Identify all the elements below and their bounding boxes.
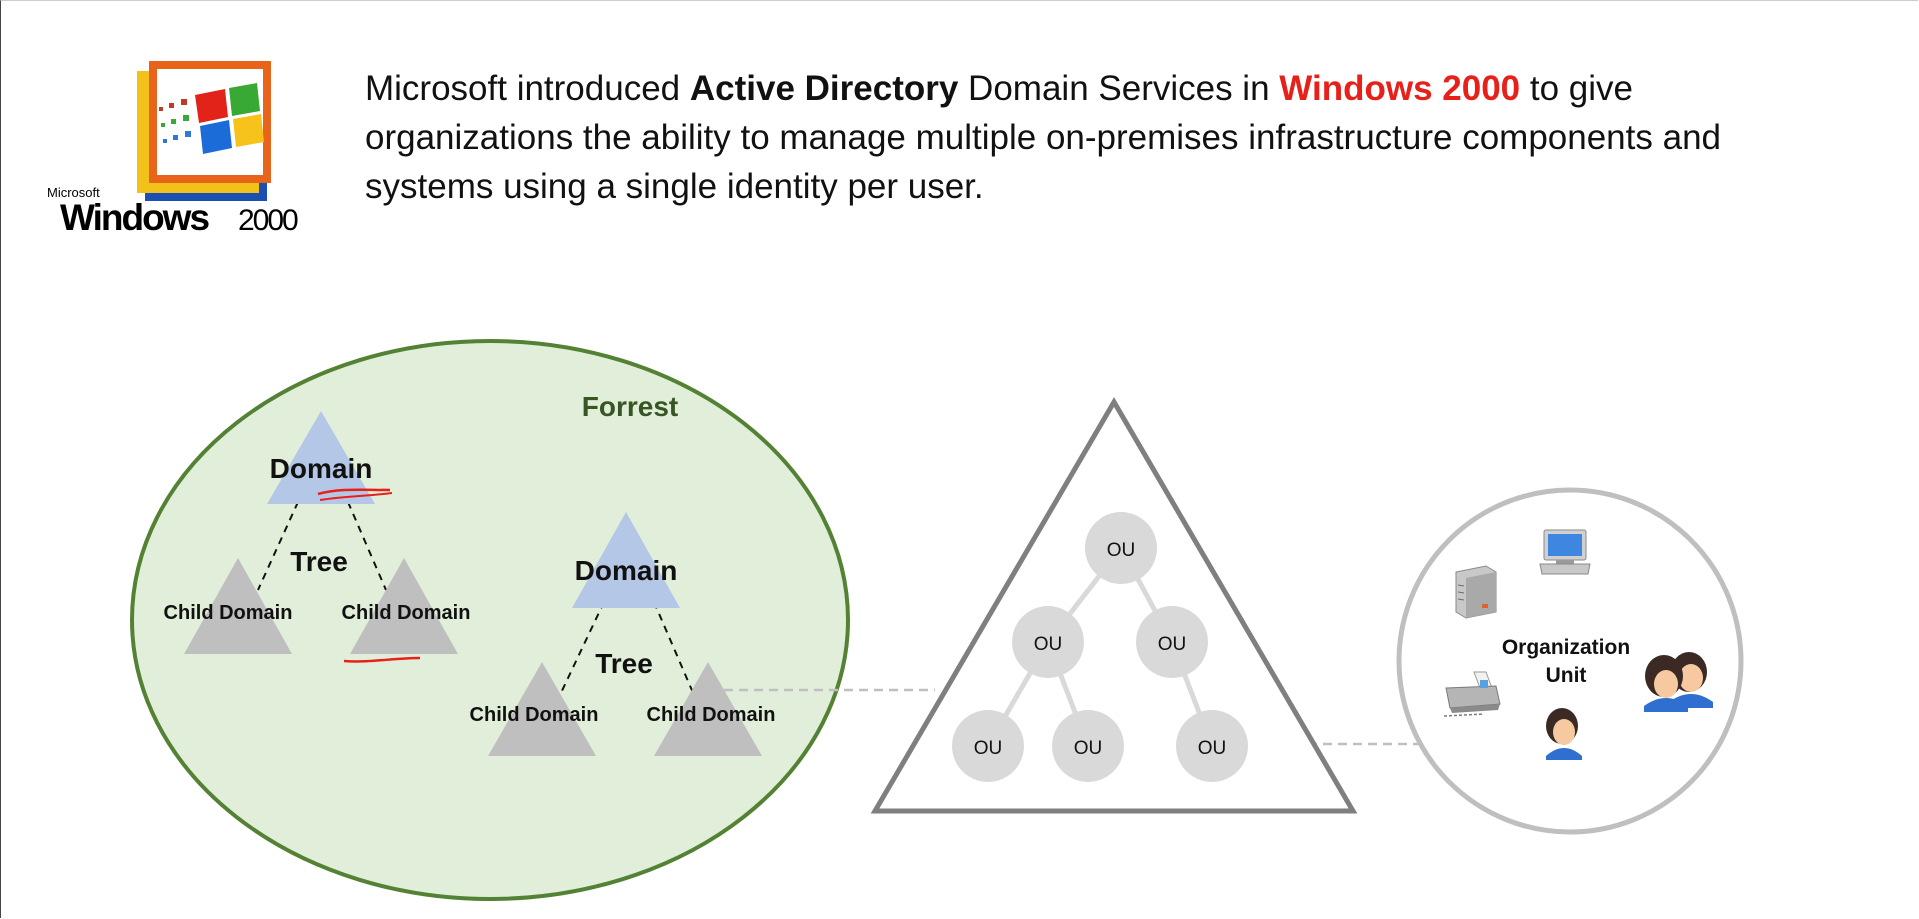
ou-node-label: OU	[1074, 738, 1103, 759]
logo-brand-name: Windows	[60, 197, 209, 235]
logo-brand-version: 2000	[238, 204, 298, 235]
child-domain-label: Child Domain	[470, 704, 599, 726]
child-domain-triangle	[488, 662, 596, 756]
domain-label: Domain	[575, 555, 678, 586]
ou-node-label: OU	[1198, 738, 1227, 759]
child-domain-triangle	[654, 662, 762, 756]
forest-label: Forrest	[582, 391, 678, 422]
domain-triangle	[267, 411, 375, 504]
ou-node	[1085, 512, 1157, 584]
intro-text-3: to give organizations the ability to man…	[365, 69, 1721, 206]
ou-node-label: OU	[1158, 634, 1187, 655]
red-annotation-underline	[317, 488, 391, 496]
child-domain-triangle	[184, 558, 292, 654]
organization-unit: Organization Unit	[1396, 487, 1744, 835]
organization-unit-label-line1: Organization	[1502, 636, 1630, 659]
domain-tree-1: Domain Tree Child Domain Child Domain	[164, 411, 471, 663]
child-domain-label: Child Domain	[164, 602, 293, 624]
printer-icon	[1443, 671, 1501, 717]
ou-node	[1136, 606, 1208, 678]
ou-node-label: OU	[1034, 634, 1063, 655]
domain-tree-2: Domain Tree Child Domain Child Domain	[470, 512, 776, 756]
ou-node	[1052, 710, 1124, 782]
ou-node	[1012, 606, 1084, 678]
ou-node	[1176, 710, 1248, 782]
ou-node	[952, 710, 1024, 782]
logo-brand-small: Microsoft	[47, 185, 100, 200]
user-group-icon	[1644, 652, 1713, 712]
server-icon	[1455, 565, 1497, 619]
ou-container-triangle	[870, 397, 1358, 814]
intro-text-1: Microsoft introduced	[365, 69, 690, 108]
child-domain-label: Child Domain	[647, 704, 776, 726]
domain-triangle	[572, 512, 680, 608]
intro-active-directory: Active Directory	[689, 69, 959, 108]
tree-label: Tree	[290, 546, 348, 577]
child-domain-label: Child Domain	[342, 602, 471, 624]
windows-flag-icon	[159, 83, 264, 154]
child-domain-triangle	[350, 558, 458, 654]
domain-label: Domain	[270, 453, 373, 484]
intro-paragraph: Microsoft introduced Active Directory Do…	[365, 64, 1785, 211]
organization-unit-label-line2: Unit	[1546, 664, 1587, 687]
windows-2000-logo: Microsoft Windows 2000	[47, 61, 300, 235]
red-annotation-underline	[319, 492, 393, 501]
ou-node-label: OU	[974, 738, 1003, 759]
desktop-computer-icon	[1539, 529, 1591, 575]
red-annotation-underline	[343, 656, 421, 663]
ou-node-label: OU	[1107, 540, 1136, 561]
intro-text-2: Domain Services in	[958, 69, 1280, 108]
tree-label: Tree	[595, 648, 653, 679]
intro-windows-2000: Windows 2000	[1279, 69, 1521, 108]
ou-hierarchy: OU OU OU OU OU OU	[870, 397, 1358, 814]
user-icon	[1546, 708, 1582, 760]
